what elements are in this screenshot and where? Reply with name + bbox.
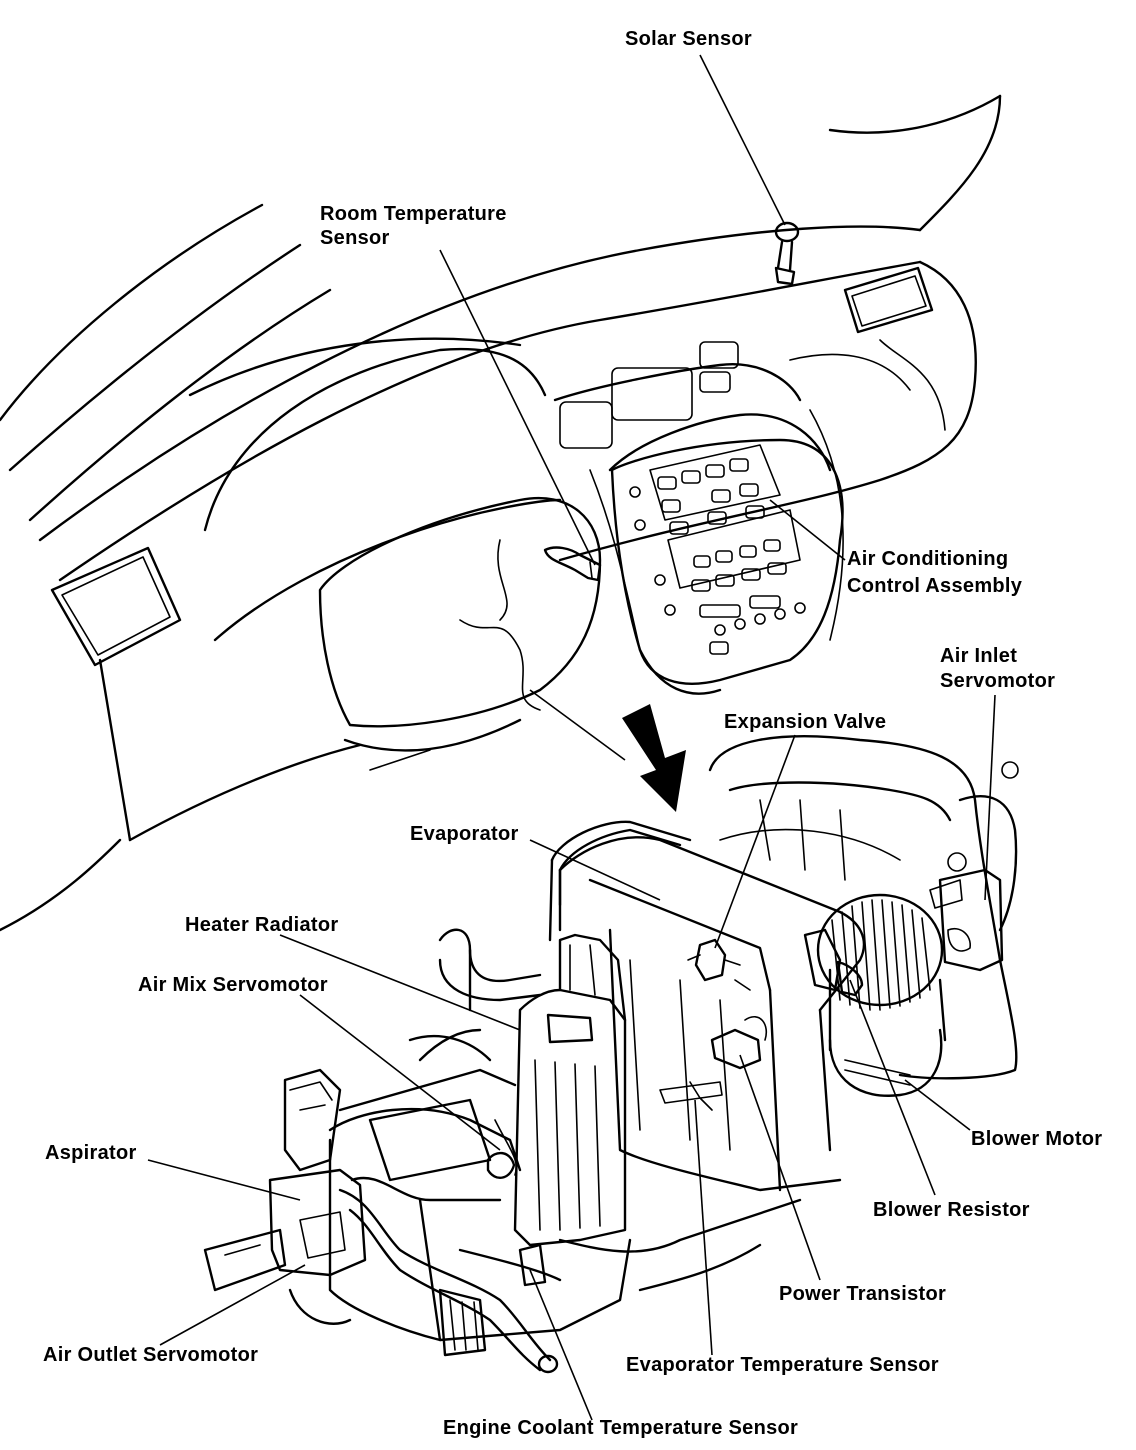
location-arrow <box>622 704 686 812</box>
label-evaporator: Evaporator <box>410 823 519 845</box>
leader-lines <box>147 54 996 1421</box>
label-engine-coolant-temperature-sensor: Engine Coolant Temperature Sensor <box>443 1417 798 1439</box>
label-air-inlet-servomotor-line2: Servomotor <box>940 670 1055 692</box>
label-expansion-valve: Expansion Valve <box>724 711 886 733</box>
label-evaporator-temperature-sensor: Evaporator Temperature Sensor <box>626 1354 939 1376</box>
hvac-unit-illustration <box>203 735 1019 1374</box>
label-heater-radiator: Heater Radiator <box>185 914 338 936</box>
label-blower-motor: Blower Motor <box>971 1128 1102 1150</box>
label-room-temperature-sensor-line2: Sensor <box>320 227 390 249</box>
label-aspirator: Aspirator <box>45 1142 137 1164</box>
label-power-transistor: Power Transistor <box>779 1283 946 1305</box>
label-blower-resistor: Blower Resistor <box>873 1199 1030 1221</box>
label-room-temperature-sensor-line1: Room Temperature <box>320 203 507 225</box>
label-solar-sensor: Solar Sensor <box>625 28 752 50</box>
label-air-outlet-servomotor: Air Outlet Servomotor <box>43 1344 258 1366</box>
label-ac-control-line2: Control Assembly <box>847 575 1023 597</box>
label-air-inlet-servomotor-line1: Air Inlet <box>940 645 1017 667</box>
dashboard-illustration <box>0 94 1002 932</box>
label-air-mix-servomotor: Air Mix Servomotor <box>138 974 328 996</box>
callout-labels: Solar Sensor Room Temperature Sensor Air… <box>43 28 1102 1439</box>
label-ac-control-line1: Air Conditioning <box>847 548 1008 570</box>
